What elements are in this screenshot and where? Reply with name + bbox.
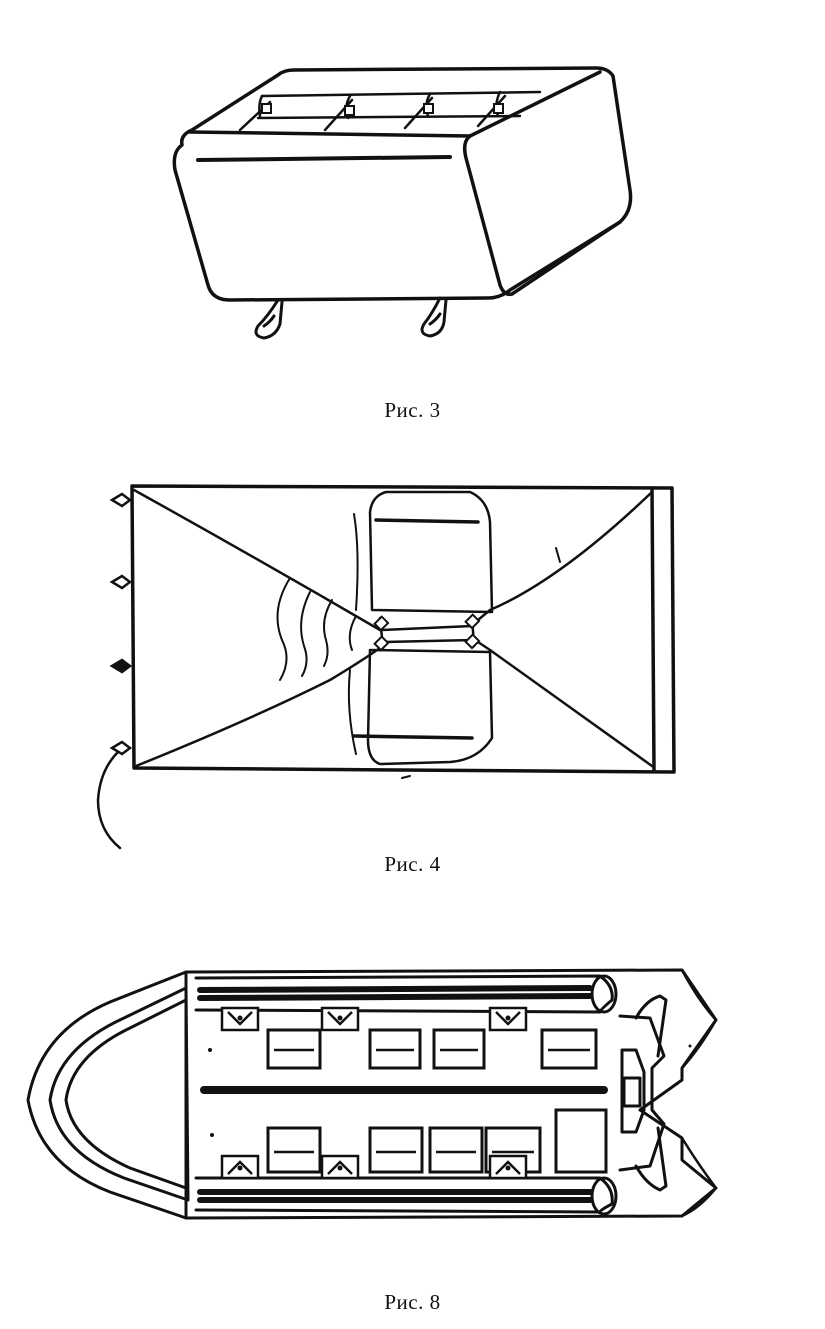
bottom-side-tube [194, 1176, 614, 1214]
front-panel-stripe [196, 155, 452, 162]
bow-tube-inner [64, 998, 188, 1190]
bottom-tube-end [590, 1176, 618, 1216]
mark-2 [401, 775, 411, 779]
front-panel-top-edge [188, 130, 472, 138]
figure-4-drawing [96, 484, 676, 850]
upper-inner-panel [368, 490, 494, 614]
seat-boxes-bottom [266, 1108, 608, 1174]
figure-8-caption: Рис. 8 [384, 1290, 441, 1314]
tube-stripes [197, 985, 593, 1203]
hull-outer-outline [26, 968, 718, 1220]
lower-panel-stripe [352, 734, 474, 740]
figure-4-caption: Рис. 4 [384, 852, 441, 876]
figure-8-drawing [26, 968, 718, 1220]
bottom-loops [254, 296, 448, 340]
lower-inner-panel [366, 648, 494, 766]
figure-3 [0, 0, 825, 380]
strap-buckles [261, 103, 504, 116]
side-panel-outline [462, 134, 622, 297]
left-flap-lower-edge [134, 646, 382, 768]
clip-rivets [237, 1015, 511, 1171]
figure-3-drawing [172, 66, 633, 340]
figure-8 [0, 960, 825, 1250]
figure-4 [0, 470, 825, 860]
upper-panel-stripe [374, 518, 480, 524]
mark-1 [555, 547, 561, 563]
fabric-folds [276, 513, 359, 755]
stern-bracket [618, 994, 668, 1192]
center-strap-lower [382, 638, 476, 644]
figure-3-caption: Рис. 3 [384, 398, 441, 422]
center-strap-upper [380, 624, 474, 632]
seat-boxes-top [266, 1028, 598, 1070]
left-flap-upper-edge [132, 488, 382, 632]
container-outline [172, 66, 633, 302]
seat-box-stripes [274, 1048, 590, 1154]
tie-cord [96, 750, 122, 850]
stern-tips [680, 968, 718, 1218]
sheet-outline [130, 484, 676, 774]
side-panel-top-edge [468, 70, 602, 138]
right-flap-lower-edge [476, 640, 654, 768]
scatter-dots [208, 1044, 692, 1137]
edge-grommets [109, 492, 133, 756]
hull-inner-outline [48, 986, 190, 1202]
center-fasteners [373, 613, 481, 652]
right-strip [650, 486, 656, 772]
right-flap-upper-edge [476, 490, 654, 622]
